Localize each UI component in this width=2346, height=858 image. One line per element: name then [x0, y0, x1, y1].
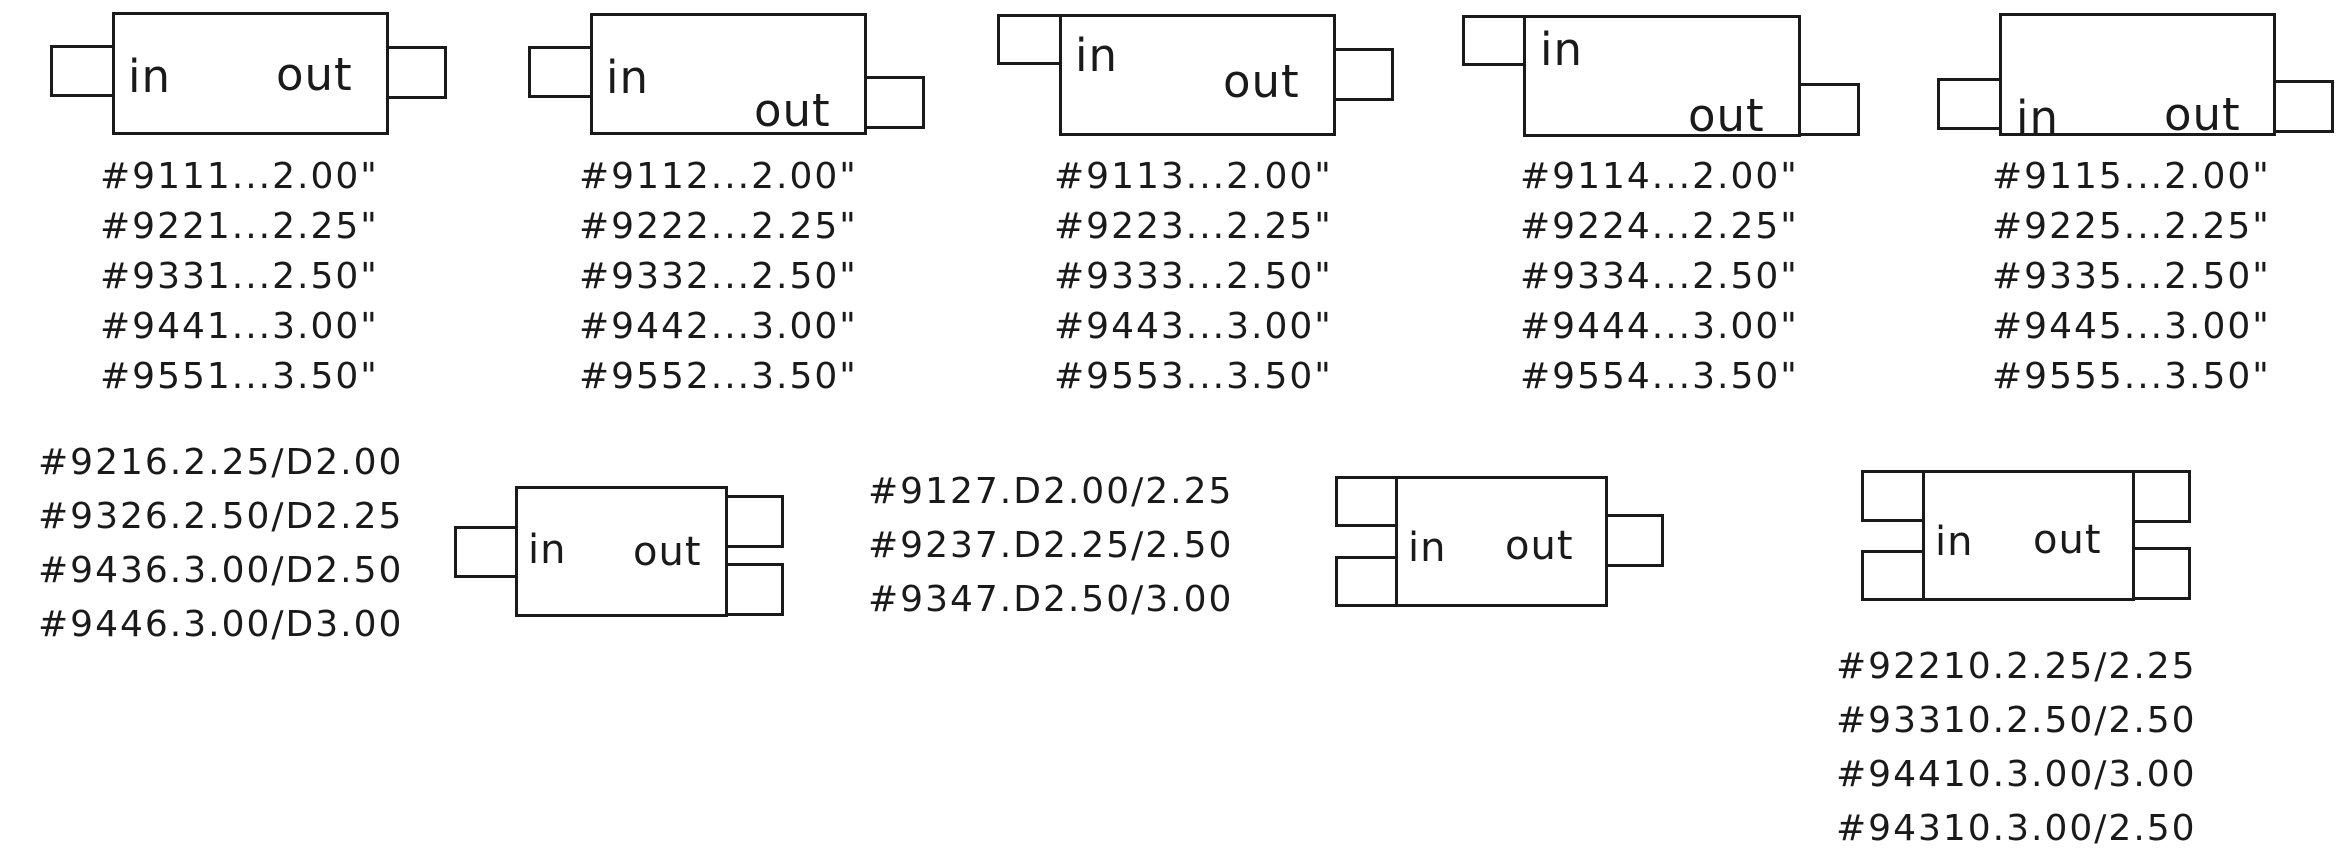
part-number: #9237.D2.25/2.50: [868, 525, 1234, 566]
part-number: #9221...2.25": [100, 206, 379, 247]
style-4-part-list: #9114...2.00" #9224...2.25" #9334...2.50…: [1520, 152, 1799, 402]
muffler-style-6-body: [515, 486, 728, 617]
part-number: #9332...2.50": [579, 256, 858, 297]
muffler-style-5-in-label: in: [2016, 91, 2060, 144]
muffler-style-4-out-label: out: [1688, 89, 1765, 142]
part-number: #92210.2.25/2.25: [1836, 646, 2197, 687]
part-number: #9112...2.00": [579, 156, 858, 197]
part-number: #9333...2.50": [1054, 256, 1333, 297]
muffler-style-7-outlet-pipe: [1605, 514, 1664, 567]
muffler-style-2-out-label: out: [754, 84, 831, 137]
muffler-style-1-in-label: in: [128, 50, 172, 103]
muffler-style-4-in-label: in: [1540, 23, 1584, 76]
style-2-part-list: #9112...2.00" #9222...2.25" #9332...2.50…: [579, 152, 858, 402]
muffler-style-3-outlet-pipe: [1333, 48, 1394, 101]
part-number: #9441...3.00": [100, 306, 379, 347]
muffler-style-2-outlet-pipe: [864, 76, 925, 129]
part-number: #93310.2.50/2.50: [1836, 700, 2197, 741]
muffler-style-2-inlet-pipe: [528, 46, 593, 98]
muffler-style-4-outlet-pipe: [1798, 83, 1860, 136]
part-number: #94410.3.00/3.00: [1836, 754, 2197, 795]
part-number: #9334...2.50": [1520, 256, 1799, 297]
part-number: #9554...3.50": [1520, 356, 1799, 397]
muffler-style-7-inlet-pipe-lower: [1335, 556, 1398, 607]
muffler-style-5-outlet-pipe: [2273, 80, 2334, 133]
part-number: #9326.2.50/D2.25: [38, 496, 404, 537]
part-number: #9442...3.00": [579, 306, 858, 347]
part-number: #9347.D2.50/3.00: [868, 579, 1234, 620]
part-number: #9551...3.50": [100, 356, 379, 397]
muffler-style-6-in-label: in: [528, 527, 567, 573]
muffler-style-2-in-label: in: [606, 51, 650, 104]
muffler-style-7-inlet-pipe-upper: [1335, 476, 1398, 527]
muffler-style-6-outlet-pipe-lower: [725, 563, 784, 616]
part-number: #9331...2.50": [100, 256, 379, 297]
part-number: #9127.D2.00/2.25: [868, 471, 1234, 512]
part-number: #9216.2.25/D2.00: [38, 442, 404, 483]
part-number: #9223...2.25": [1054, 206, 1333, 247]
style-6-part-list: #9216.2.25/D2.00 #9326.2.50/D2.25 #9436.…: [38, 436, 403, 652]
part-number: #9335...2.50": [1992, 256, 2271, 297]
part-number: #9555...3.50": [1992, 356, 2271, 397]
muffler-style-8-outlet-pipe-upper: [2132, 470, 2191, 523]
muffler-style-1-inlet-pipe: [50, 45, 115, 97]
muffler-style-8-body: [1922, 470, 2135, 601]
part-number: #9222...2.25": [579, 206, 858, 247]
part-number: #9114...2.00": [1520, 156, 1799, 197]
muffler-style-2-body: [590, 13, 867, 135]
part-number: #9113...2.00": [1054, 156, 1333, 197]
part-number: #9111...2.00": [100, 156, 379, 197]
muffler-style-3-out-label: out: [1223, 55, 1300, 108]
muffler-style-5-out-label: out: [2164, 88, 2241, 141]
muffler-style-7-in-label: in: [1408, 525, 1447, 571]
part-number: #9445...3.00": [1992, 306, 2271, 347]
muffler-style-4-body: [1523, 15, 1801, 137]
muffler-style-3-inlet-pipe: [997, 14, 1062, 65]
muffler-style-1-out-label: out: [276, 48, 353, 101]
muffler-style-3-body: [1059, 14, 1336, 136]
style-7-part-list: #9127.D2.00/2.25 #9237.D2.25/2.50 #9347.…: [868, 465, 1233, 627]
style-5-part-list: #9115...2.00" #9225...2.25" #9335...2.50…: [1992, 152, 2271, 402]
muffler-style-8-in-label: in: [1935, 519, 1974, 565]
muffler-style-6-inlet-pipe: [454, 526, 518, 578]
muffler-style-8-out-label: out: [2033, 517, 2102, 563]
part-number: #9446.3.00/D3.00: [38, 604, 404, 645]
muffler-style-7-body: [1395, 476, 1608, 607]
muffler-style-3-in-label: in: [1075, 29, 1119, 82]
muffler-style-8-inlet-pipe-upper: [1861, 470, 1925, 522]
part-number: #9225...2.25": [1992, 206, 2271, 247]
style-3-part-list: #9113...2.00" #9223...2.25" #9333...2.50…: [1054, 152, 1333, 402]
muffler-style-7-out-label: out: [1505, 523, 1574, 569]
muffler-style-6-out-label: out: [633, 529, 702, 575]
part-number: #9224...2.25": [1520, 206, 1799, 247]
part-number: #9443...3.00": [1054, 306, 1333, 347]
muffler-style-5-body: [1999, 13, 2276, 136]
part-number: #94310.3.00/2.50: [1836, 808, 2197, 849]
part-number: #9553...3.50": [1054, 356, 1333, 397]
muffler-style-8-inlet-pipe-lower: [1861, 550, 1925, 601]
style-1-part-list: #9111...2.00" #9221...2.25" #9331...2.50…: [100, 152, 379, 402]
part-number: #9552...3.50": [579, 356, 858, 397]
muffler-style-5-inlet-pipe: [1937, 78, 2002, 130]
part-number: #9444...3.00": [1520, 306, 1799, 347]
muffler-style-8-outlet-pipe-lower: [2132, 547, 2191, 600]
muffler-style-1-outlet-pipe: [386, 46, 447, 99]
muffler-style-4-inlet-pipe: [1462, 15, 1526, 66]
muffler-style-6-outlet-pipe-upper: [725, 495, 784, 548]
part-number: #9436.3.00/D2.50: [38, 550, 404, 591]
part-number: #9115...2.00": [1992, 156, 2271, 197]
muffler-style-1-body: [112, 12, 389, 135]
style-8-part-list: #92210.2.25/2.25 #93310.2.50/2.50 #94410…: [1836, 640, 2197, 856]
